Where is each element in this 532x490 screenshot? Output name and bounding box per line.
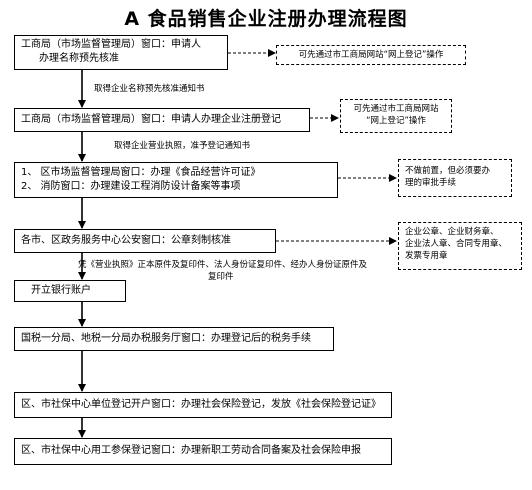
- note-business-license: 取得企业营业执照，准予登记通知书: [114, 141, 251, 151]
- step-tax-registration: 国税一分局、地税一分局办税服务厅窗口：办理登记后的税务手续: [14, 327, 334, 351]
- side-note-required-approval: 不做前置，但必须要办 理的审批手续: [398, 159, 512, 197]
- page-title: A 食品销售企业注册办理流程图: [124, 8, 408, 30]
- step-social-insurance-registration: 区、市社保中心单位登记开户窗口：办理社会保险登记，发放《社会保险登记证》: [14, 392, 392, 418]
- step-name-approval: 工商局（市场监督管理局）窗口：申请人 办理名称预先核准: [14, 35, 228, 70]
- note-name-approval-notice: 取得企业名称预先核准通知书: [94, 84, 205, 94]
- side-note-seal-types: 企业公章、企业财务章、 企业法人章、合同专用章、 发票专用章: [398, 222, 522, 270]
- step-license-and-fire: 1、 区市场监督管理局窗口：办理《食品经营许可证》 2、 消防窗口：办理建设工程…: [14, 162, 338, 198]
- step-business-registration: 工商局（市场监督管理局）窗口：申请人办理企业注册登记: [14, 108, 310, 132]
- step-seal-approval: 各市、区政务服务中心公安窗口：公章刻制核准: [14, 229, 276, 253]
- note-seal-documents: 凭《营业执照》正本原件及复印件、法人身份证复印件、经办人身份证原件及 复印件: [78, 260, 368, 282]
- step-employee-insurance: 区、市社保中心用工参保登记窗口：办理新职工劳动合同备案及社会保险申报: [14, 438, 392, 465]
- side-note-online-registration-1: 可先通过市工商局网站“网上登记”操作: [276, 45, 466, 65]
- step-bank-account: 开立银行账户: [14, 280, 126, 302]
- side-note-online-registration-2: 可先通过市工商局网站 “网上登记”操作: [340, 99, 452, 133]
